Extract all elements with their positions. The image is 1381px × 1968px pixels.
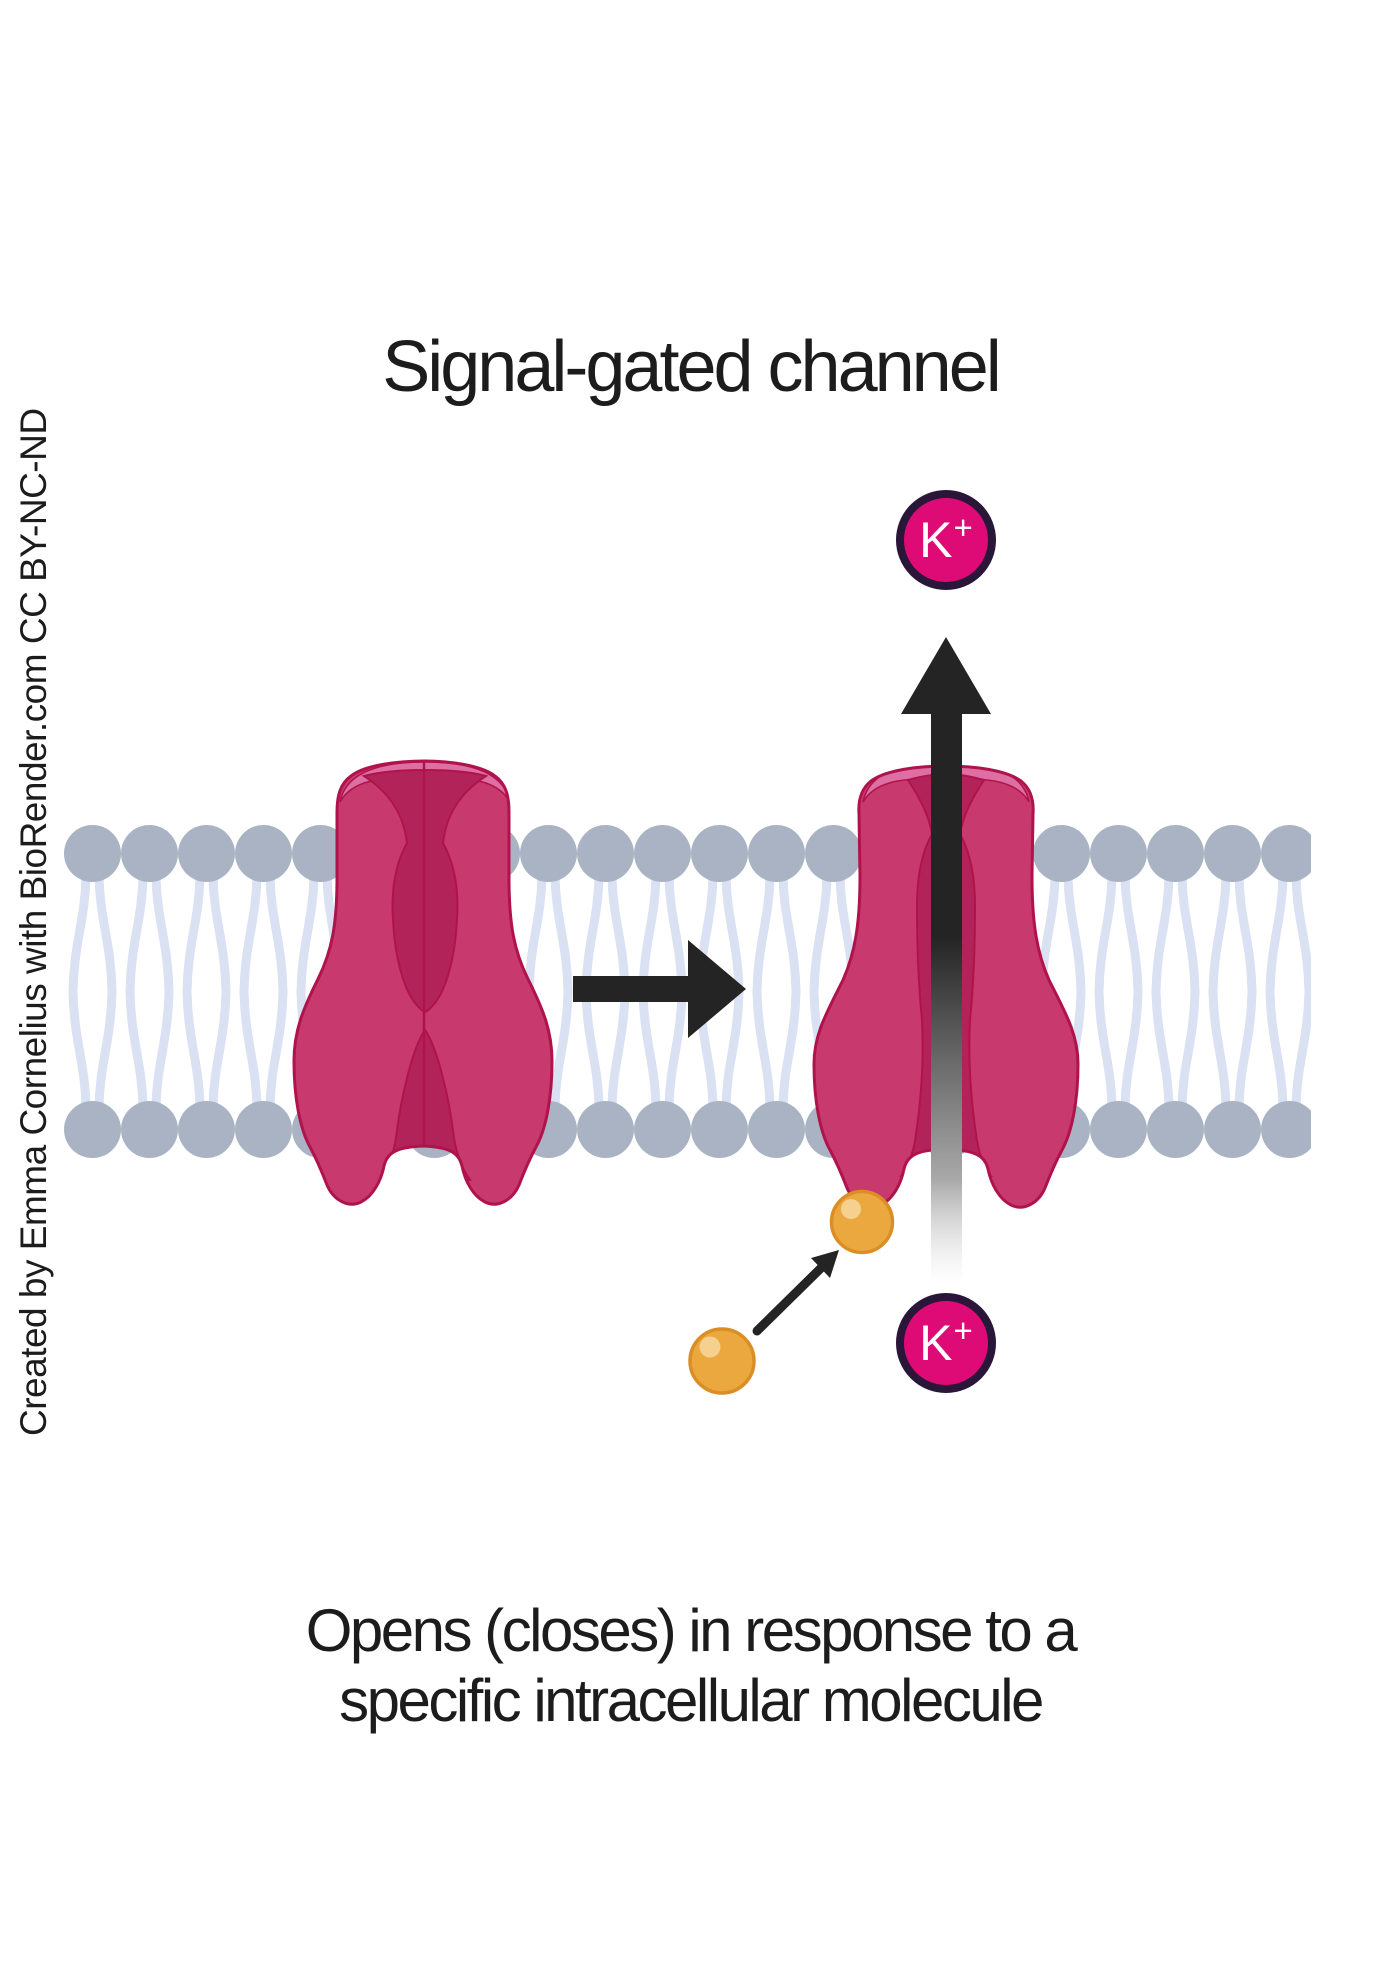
ion-flux-arrow-head	[901, 637, 991, 714]
signal-binding-arrow-shaft	[752, 1263, 826, 1336]
ion-charge: +	[953, 508, 973, 546]
figure-caption: Opens (closes) in response to a specific…	[0, 1596, 1381, 1736]
ion-symbol: K	[919, 512, 953, 568]
signal-molecule-body	[688, 1327, 756, 1395]
potassium-ion-intracellular: K+	[896, 1293, 996, 1393]
transition-arrow-shape	[573, 940, 746, 1038]
figure-title: Signal-gated channel	[382, 327, 1002, 407]
caption-line-2: specific intracellular molecule	[339, 1667, 1044, 1734]
ion-symbol: K	[919, 1315, 953, 1371]
signal-molecule-free	[688, 1327, 756, 1395]
signal-molecule-highlight	[841, 1199, 861, 1219]
ion-charge: +	[953, 1311, 973, 1349]
signal-binding-arrow-head	[811, 1250, 839, 1278]
closed-channel-outline	[292, 759, 554, 1206]
closed-channel	[292, 759, 554, 1206]
potassium-ion-extracellular: K+	[896, 490, 996, 590]
lipid-bilayer	[64, 825, 1311, 1158]
caption-line-1: Opens (closes) in response to a	[305, 1597, 1078, 1664]
ion-flux-arrow-shaft	[931, 706, 962, 1284]
transition-arrow	[573, 940, 746, 1038]
ion-flux-arrow	[901, 637, 991, 1284]
signal-molecules	[688, 1189, 895, 1395]
bilayer-inner-leaflet	[64, 978, 1311, 1158]
signal-molecule-body	[829, 1189, 895, 1255]
signal-molecule-highlight	[699, 1336, 721, 1358]
bilayer-outer-leaflet	[64, 825, 1311, 1005]
signal-molecule-bound	[829, 1189, 895, 1255]
attribution-text: Created by Emma Cornelius with BioRender…	[13, 408, 54, 1436]
